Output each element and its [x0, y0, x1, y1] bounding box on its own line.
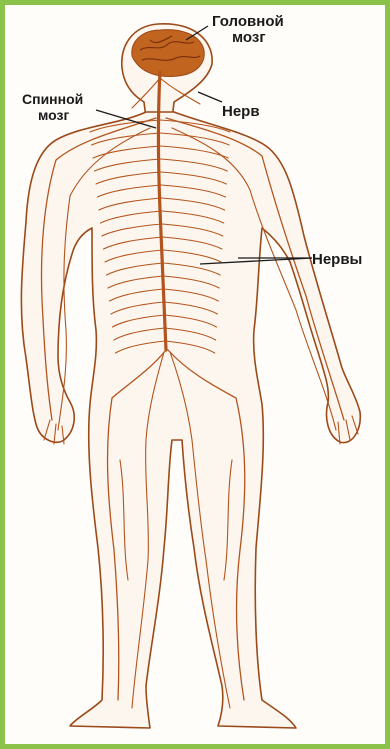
body-outline [21, 24, 360, 728]
label-brain-line2: мозг [232, 29, 266, 46]
body-silhouette [21, 112, 360, 728]
label-nerve: Нерв [222, 103, 260, 120]
label-brain-line1: Головной [212, 13, 284, 30]
label-spinal-line1: Спинной [22, 91, 83, 107]
leader-nerve [198, 92, 222, 102]
label-spinal-line2: мозг [38, 107, 69, 123]
brain [132, 30, 204, 77]
label-nerves: Нервы [312, 251, 362, 268]
